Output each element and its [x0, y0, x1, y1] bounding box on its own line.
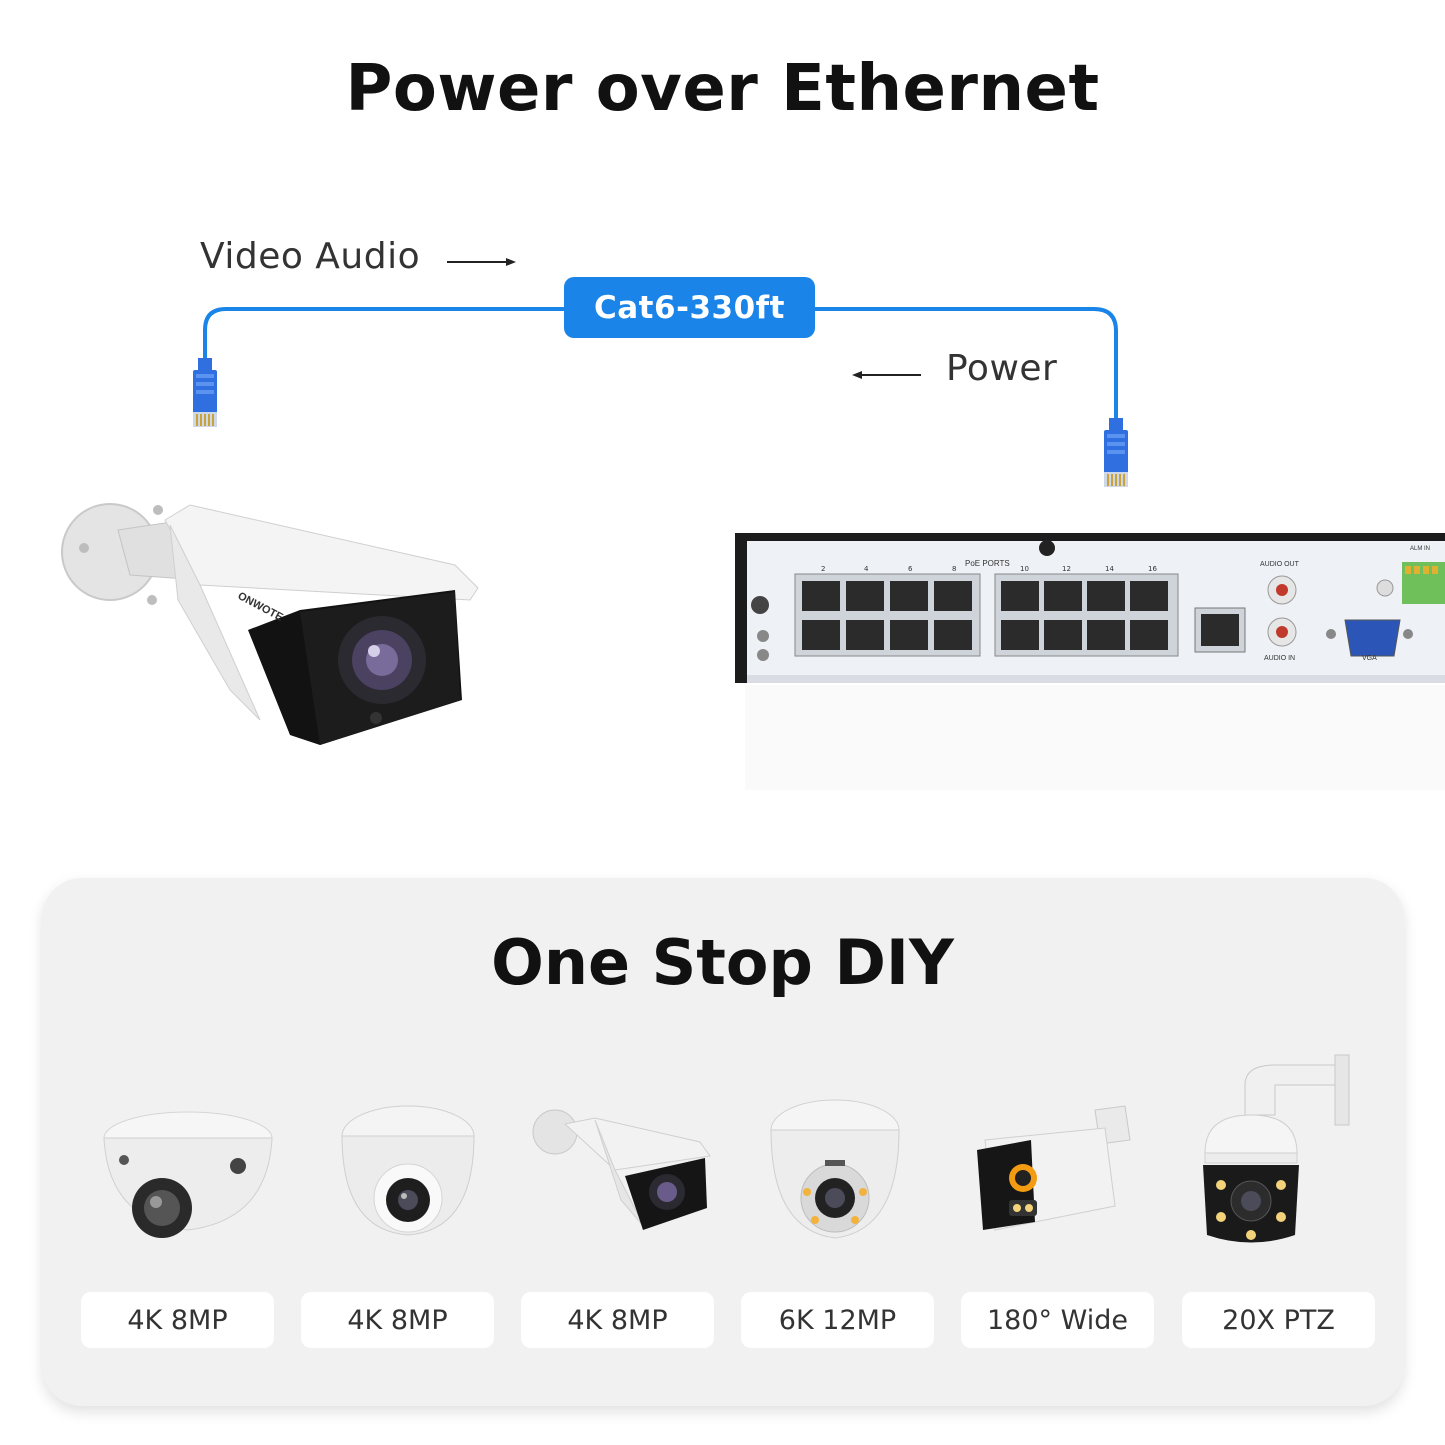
camera-spec-pill: 180° Wide — [961, 1292, 1154, 1348]
camera-brand-label: ONWOTE — [236, 590, 285, 624]
nvr-alarm-label: ALM IN — [1410, 546, 1430, 552]
camera-spec-pill: 6K 12MP — [741, 1292, 934, 1348]
nvr-port-number: 4 — [864, 565, 869, 573]
dual-lens-bullet-camera-icon — [977, 1105, 1131, 1231]
arrow-right-icon — [447, 258, 516, 266]
turret-camera-icon — [341, 1105, 475, 1236]
cable-spec-badge: Cat6-330ft — [564, 277, 815, 338]
video-audio-label: Video Audio — [200, 236, 421, 277]
poe-diagram: ONWOTE PoE PORTS 2 4 6 8 10 12 14 16 — [61, 258, 1445, 790]
dome-camera-icon — [770, 1099, 900, 1239]
nvr-port-number: 6 — [908, 565, 913, 573]
arrow-left-icon — [852, 371, 921, 379]
page-title: Power over Ethernet — [345, 52, 1100, 126]
rj45-connector-left-icon — [193, 358, 217, 427]
nvr-port-number: 12 — [1062, 565, 1071, 573]
rj45-connector-right-icon — [1104, 418, 1128, 487]
nvr-poe-ports-label: PoE PORTS — [965, 559, 1010, 568]
nvr-port-number: 10 — [1020, 565, 1029, 573]
nvr-vga-label: VGA — [1362, 655, 1377, 662]
nvr-recorder-icon: PoE PORTS 2 4 6 8 10 12 14 16 AUDIO OUT … — [735, 533, 1445, 790]
power-label: Power — [946, 348, 1058, 389]
nvr-port-number: 8 — [952, 565, 956, 573]
camera-spec-pill: 4K 8MP — [81, 1292, 274, 1348]
camera-spec-pill: 20X PTZ — [1182, 1292, 1375, 1348]
bullet-camera-small-icon — [532, 1109, 711, 1230]
camera-spec-pill: 4K 8MP — [521, 1292, 714, 1348]
nvr-audio-out-label: AUDIO OUT — [1260, 561, 1300, 568]
nvr-port-number: 16 — [1148, 565, 1157, 573]
nvr-port-number: 2 — [821, 565, 825, 573]
section-title: One Stop DIY — [491, 926, 954, 999]
bullet-camera-icon: ONWOTE — [61, 503, 479, 745]
nvr-audio-in-label: AUDIO IN — [1264, 655, 1295, 662]
ptz-camera-icon — [1203, 1054, 1350, 1243]
camera-spec-pill: 4K 8MP — [301, 1292, 494, 1348]
mini-dome-camera-icon — [103, 1111, 273, 1238]
nvr-port-number: 14 — [1105, 565, 1114, 573]
